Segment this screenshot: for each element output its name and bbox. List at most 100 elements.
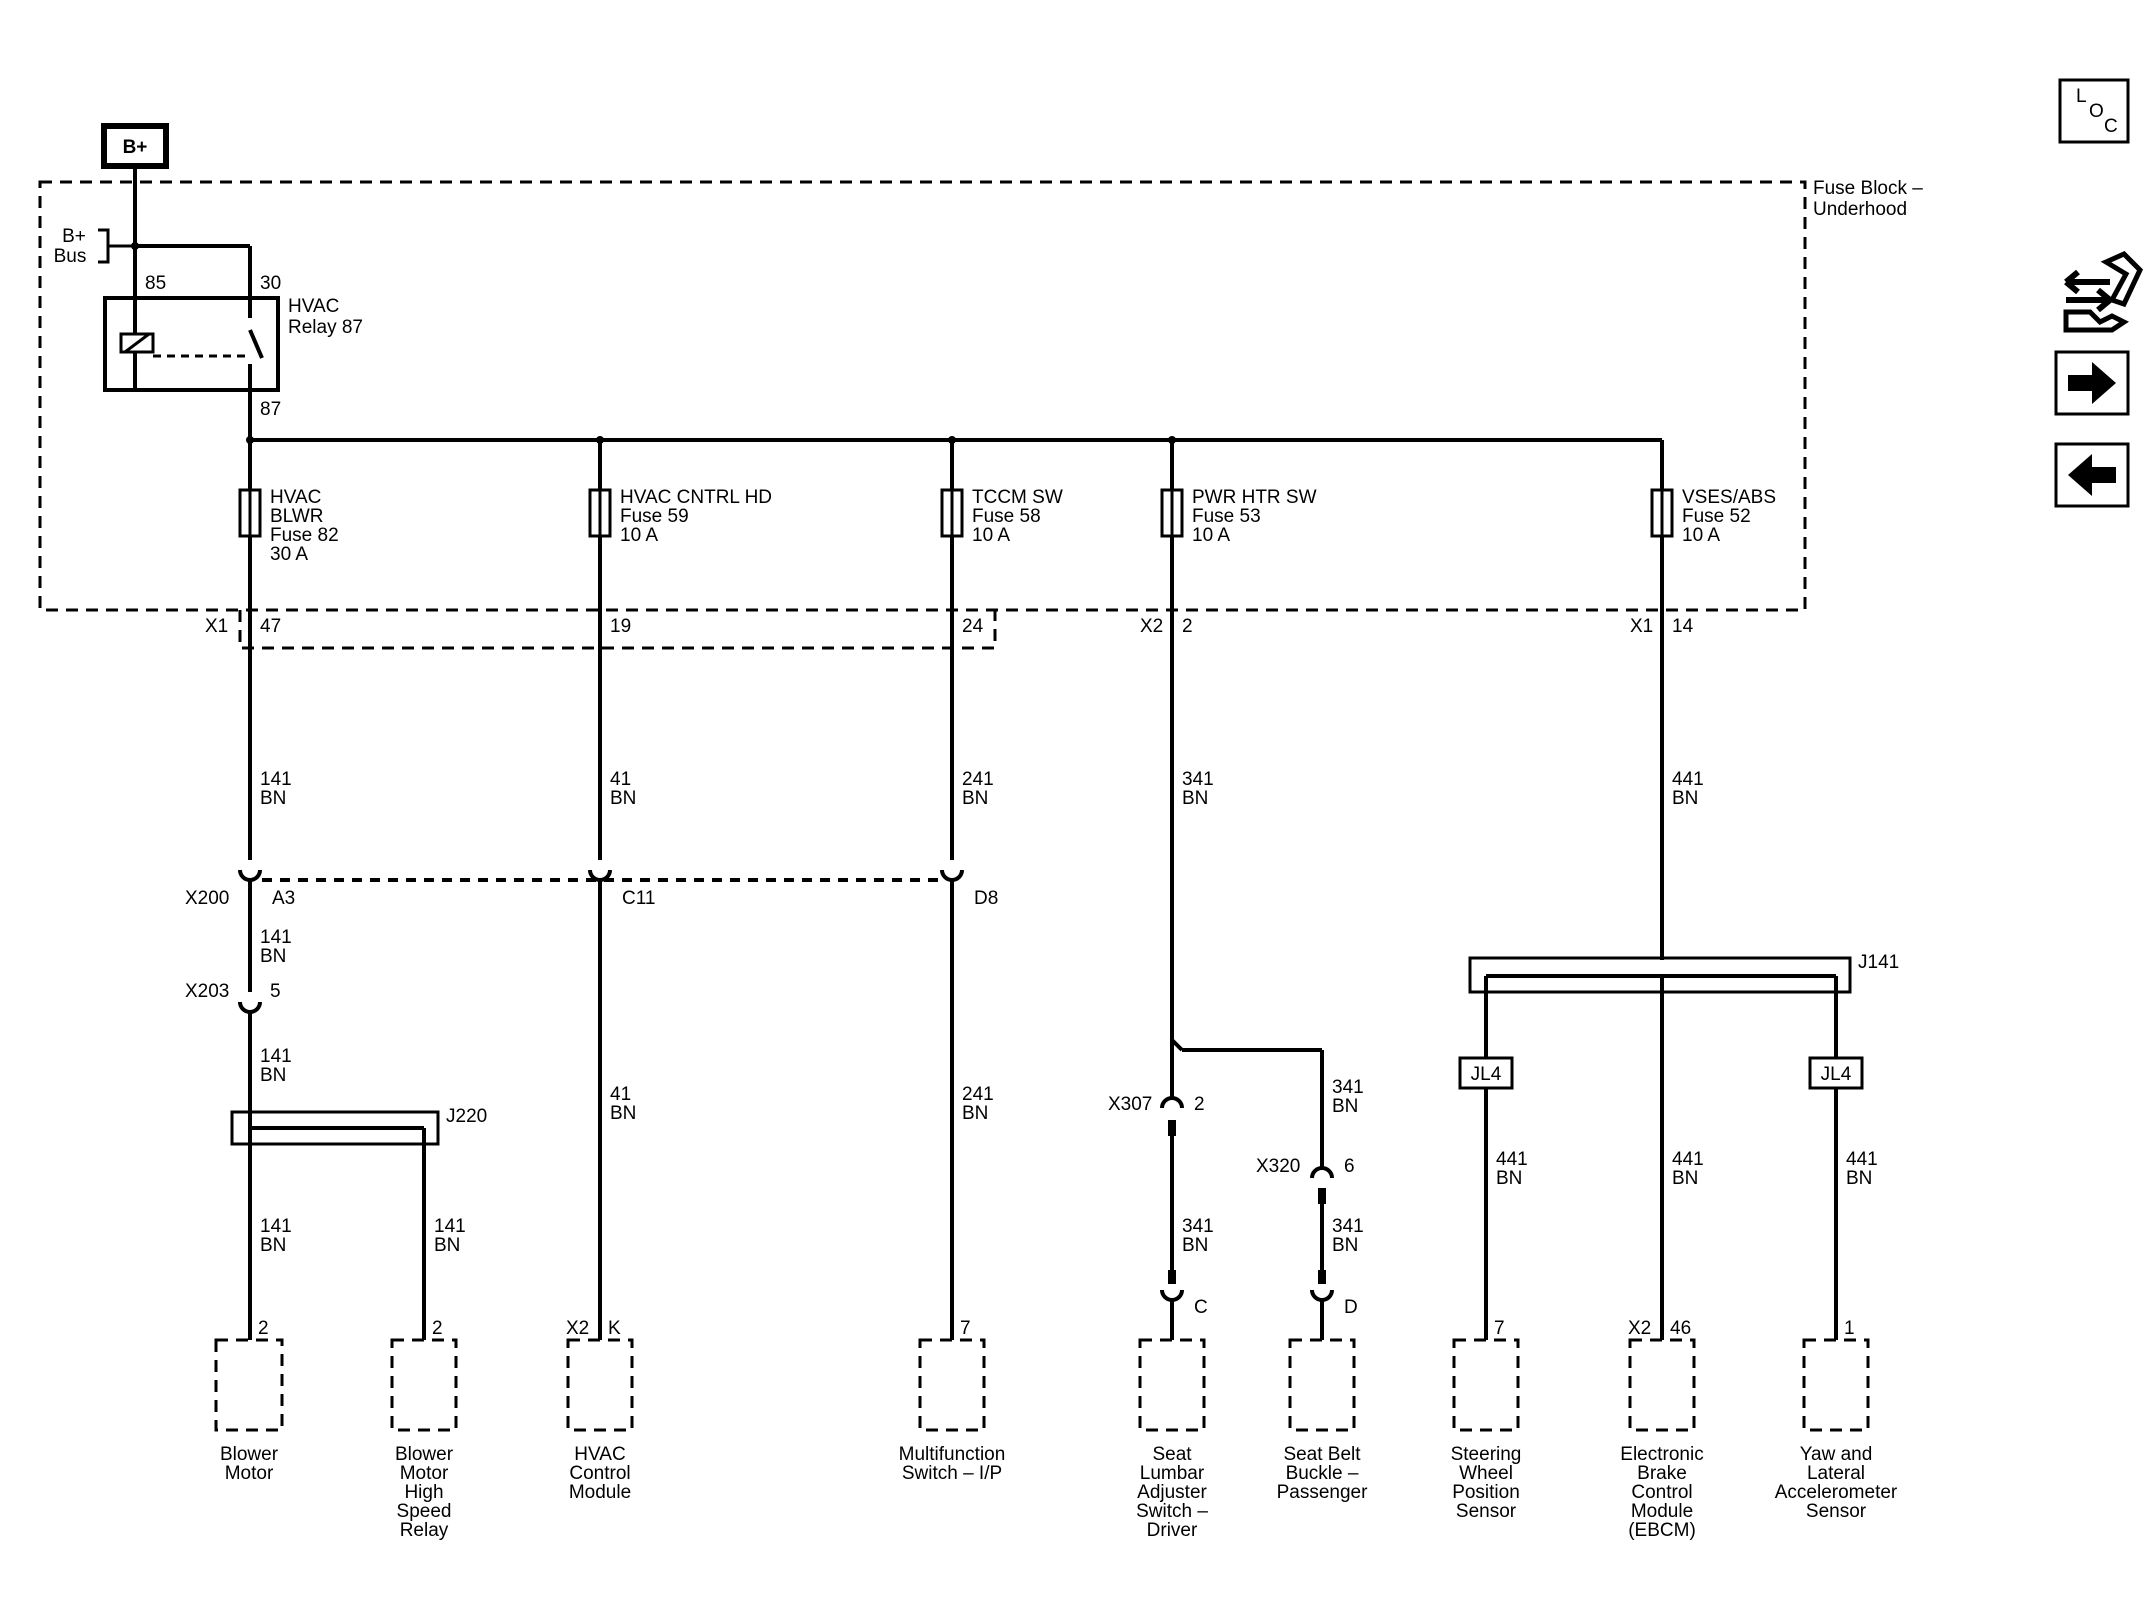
component-blower-motor-high-speed-relay — [390, 1338, 458, 1432]
wire-label: BN — [962, 788, 988, 809]
relay-pin-85: 85 — [145, 273, 166, 294]
fuse-label: 30 A — [270, 544, 308, 565]
fuse-label: 10 A — [972, 525, 1010, 546]
component-name: Yaw and — [1800, 1444, 1873, 1465]
x200-pin: C11 — [622, 888, 655, 909]
jl4-right — [1808, 1056, 1864, 1090]
wire-label: 441 — [1496, 1149, 1528, 1170]
component-name: Lateral — [1807, 1463, 1865, 1484]
fuse-label: 10 A — [620, 525, 658, 546]
wire-label: BN — [260, 788, 286, 809]
component-connector: X2 — [1628, 1318, 1651, 1339]
wire-label: BN — [610, 788, 636, 809]
wire-label: BN — [1672, 788, 1698, 809]
wire-label: 141 — [260, 927, 292, 948]
output-pin: 2 — [1182, 616, 1193, 637]
relay-name: HVAC — [288, 296, 339, 317]
b-plus-source-label: B+ — [123, 137, 148, 158]
fuse-label: BLWR — [270, 506, 323, 527]
x200-label: X200 — [185, 888, 229, 909]
x307-pin: 2 — [1194, 1094, 1205, 1115]
wire-label: 141 — [434, 1216, 466, 1237]
component-name: Speed — [397, 1501, 452, 1522]
svg-text:L: L — [2076, 86, 2087, 107]
fuse-vses-abs — [1650, 488, 1674, 538]
component-connector: X2 — [566, 1318, 589, 1339]
svg-text:C: C — [2104, 116, 2118, 137]
component-pin: 2 — [432, 1318, 443, 1339]
wire-label: 441 — [1672, 769, 1704, 790]
fuse-hvac-blwr — [238, 488, 262, 538]
component-name: Blower — [220, 1444, 279, 1465]
wire-label: 241 — [962, 1084, 994, 1105]
wire-label: 141 — [260, 1046, 292, 1067]
fuse-label: Fuse 52 — [1682, 506, 1751, 527]
relay-pin-87: 87 — [260, 399, 281, 420]
output-pin: 14 — [1672, 616, 1694, 637]
wire-label: BN — [434, 1235, 460, 1256]
component-name: Motor — [400, 1463, 449, 1484]
output-connector: X2 — [1140, 616, 1163, 637]
component-name: Electronic — [1620, 1444, 1703, 1465]
wire-label: 341 — [1182, 1216, 1214, 1237]
x200-pin: D8 — [974, 888, 998, 909]
wire-label: BN — [610, 1103, 636, 1124]
wire-label: 441 — [1846, 1149, 1878, 1170]
fuse-label: Fuse 53 — [1192, 506, 1261, 527]
wire-label: 141 — [260, 769, 292, 790]
component-pin: 2 — [258, 1318, 269, 1339]
hvac-relay — [103, 296, 280, 392]
fuse-label: HVAC CNTRL HD — [620, 487, 772, 508]
component-seat-lumbar-adjuster-switch — [1138, 1338, 1206, 1432]
wire-label: 141 — [260, 1216, 292, 1237]
fuse-hvac-cntrl-hd — [588, 488, 612, 538]
fuse-block-label: Fuse Block – — [1813, 178, 1923, 199]
wire-label: BN — [1182, 788, 1208, 809]
component-pin: 1 — [1844, 1318, 1855, 1339]
component-pin: 7 — [1494, 1318, 1505, 1339]
connector-end-view-icon[interactable] — [2063, 251, 2144, 333]
arrow-right-icon[interactable] — [2054, 350, 2130, 416]
component-multifunction-switch — [918, 1338, 986, 1432]
pin-d: D — [1344, 1297, 1358, 1318]
component-name: Motor — [225, 1463, 274, 1484]
component-name: Switch – I/P — [902, 1463, 1002, 1484]
fuse-label: 10 A — [1682, 525, 1720, 546]
component-pin: K — [608, 1318, 621, 1339]
component-hvac-control-module — [566, 1338, 634, 1432]
component-name: Sensor — [1806, 1501, 1867, 1522]
fuse-tccm-sw — [940, 488, 964, 538]
wire-label: 241 — [962, 769, 994, 790]
arrow-left-icon[interactable] — [2054, 442, 2130, 508]
x307-label: X307 — [1108, 1094, 1152, 1115]
x320-label: X320 — [1256, 1156, 1300, 1177]
fuse-label: HVAC — [270, 487, 321, 508]
component-name: Blower — [395, 1444, 454, 1465]
component-name: Switch – — [1136, 1501, 1208, 1522]
component-name: Adjuster — [1137, 1482, 1207, 1503]
component-name: Passenger — [1277, 1482, 1369, 1503]
b-plus-source-box — [101, 123, 169, 169]
wire-label: BN — [1672, 1168, 1698, 1189]
fuse-label: 10 A — [1192, 525, 1230, 546]
component-ebcm — [1628, 1338, 1696, 1432]
x203-pin: 5 — [270, 981, 281, 1002]
output-pin: 24 — [962, 616, 984, 637]
x200-pin: A3 — [272, 888, 295, 909]
component-name: Driver — [1147, 1520, 1198, 1541]
component-name: Module — [569, 1482, 631, 1503]
wire-label: BN — [1182, 1235, 1208, 1256]
wire-label: BN — [1496, 1168, 1522, 1189]
fuse-label: Fuse 82 — [270, 525, 339, 546]
component-name: Wheel — [1459, 1463, 1513, 1484]
component-name: HVAC — [574, 1444, 625, 1465]
component-name: Buckle – — [1286, 1463, 1359, 1484]
component-name: Seat Belt — [1283, 1444, 1361, 1465]
fuse-label: VSES/ABS — [1682, 487, 1776, 508]
jl4-right-label: JL4 — [1821, 1064, 1852, 1085]
component-pin: 46 — [1670, 1318, 1691, 1339]
wire-label: 341 — [1332, 1077, 1364, 1098]
fuse-block-outline — [38, 180, 1807, 612]
locator-icon[interactable]: L O C — [2058, 78, 2130, 144]
b-plus-bus-label: B+ — [62, 226, 86, 247]
